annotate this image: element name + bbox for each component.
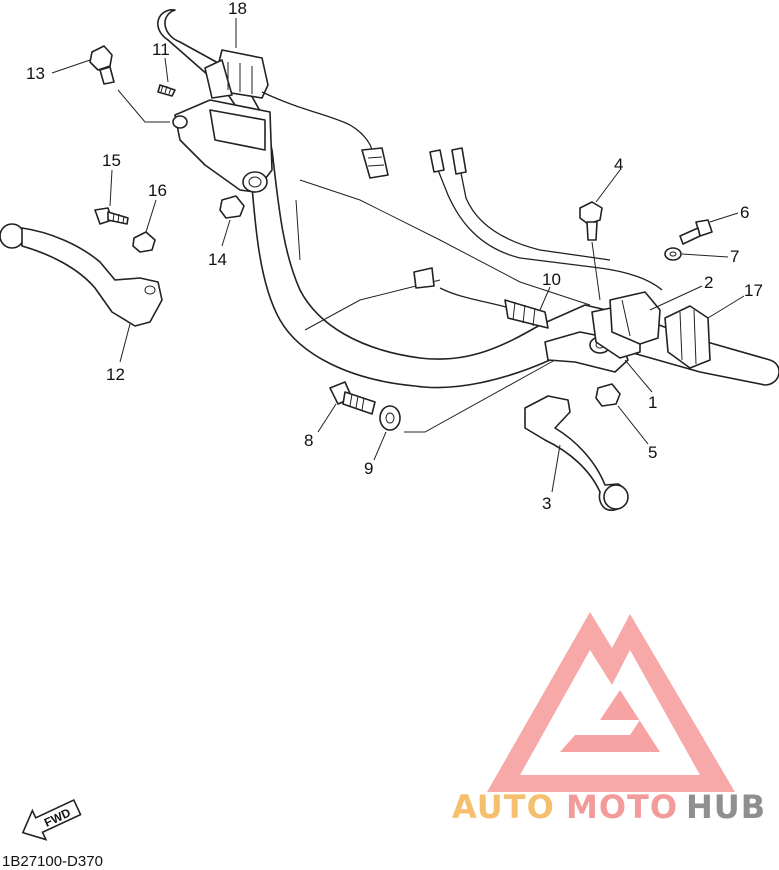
watermark-hub: HUB	[686, 788, 766, 826]
callout-11: 11	[152, 40, 170, 59]
drawing-code: 1B27100-D370	[2, 853, 103, 870]
switch-17	[664, 305, 711, 369]
callout-18: 18	[228, 0, 247, 18]
nut-16	[132, 231, 156, 253]
bolt-4	[579, 201, 603, 301]
brake-lever-12	[0, 223, 163, 327]
callout-13: 13	[26, 64, 45, 83]
callout-3: 3	[542, 494, 551, 513]
cable-adjuster-10	[504, 299, 549, 329]
callout-5: 5	[648, 443, 657, 462]
callout-15: 15	[102, 151, 121, 170]
callout-2: 2	[704, 273, 713, 292]
watermark-moto: MOTO	[566, 788, 678, 826]
leader-lines	[51, 18, 745, 493]
nut-14	[219, 195, 245, 219]
watermark-logo	[487, 612, 735, 792]
bolt-13	[89, 45, 170, 123]
callout-9: 9	[364, 459, 373, 478]
washer-7	[664, 247, 682, 261]
callout-6: 6	[740, 203, 749, 222]
clamp-2	[609, 291, 661, 345]
callout-14: 14	[208, 250, 227, 269]
nut-5	[595, 383, 621, 407]
watermark-auto: AUTO	[452, 788, 555, 826]
switch-assembly-18	[204, 49, 389, 179]
fwd-arrow-icon: FWD	[21, 799, 82, 841]
callout-17: 17	[744, 281, 763, 300]
master-cylinder	[172, 99, 273, 193]
locknut-9	[379, 405, 401, 431]
cables	[413, 147, 663, 309]
bolt-15	[94, 207, 129, 225]
callout-1: 1	[648, 393, 657, 412]
adjuster-bolt-8	[329, 381, 376, 415]
callout-8: 8	[304, 431, 313, 450]
callout-16: 16	[148, 181, 167, 200]
callout-12: 12	[106, 365, 125, 384]
assembly-line	[404, 359, 556, 433]
callout-7: 7	[730, 247, 739, 266]
watermark-text: AUTO MOTO HUB	[452, 788, 766, 826]
callout-10: 10	[542, 270, 561, 289]
bolt-6	[679, 219, 713, 245]
clutch-lever-3	[524, 395, 629, 511]
callout-labels: 1 2 3 4 5 6 7 8 9 10 11 12 13 14 15 16 1…	[26, 0, 763, 513]
screw-11	[157, 84, 176, 97]
callout-4: 4	[614, 155, 623, 174]
